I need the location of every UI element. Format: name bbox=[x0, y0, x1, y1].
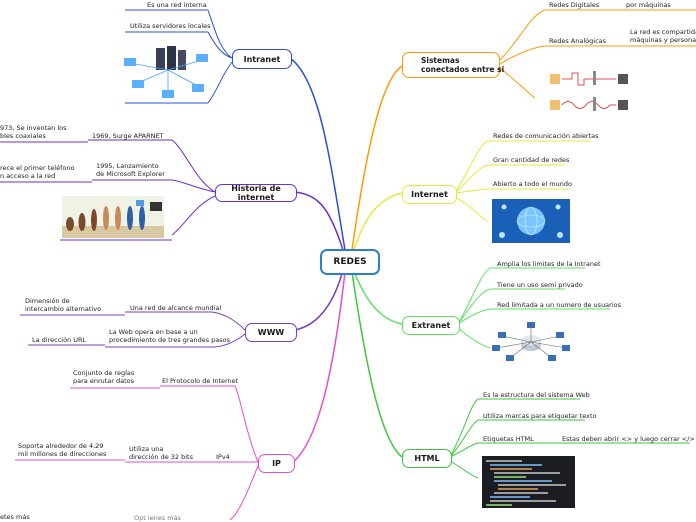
extranet-item: Red limitada a un numero de usuarios bbox=[497, 301, 622, 309]
node-extranet[interactable]: Extranet bbox=[402, 316, 460, 335]
node-intranet-label: Intranet bbox=[243, 54, 281, 64]
sistemas-item: La red es compartida p máquinas y person… bbox=[630, 28, 696, 44]
internet-item: Redes de comunicación abiertas bbox=[493, 132, 599, 140]
node-html[interactable]: HTML bbox=[402, 449, 452, 468]
node-sistemas-label: Sistemas conectados entre si bbox=[421, 56, 505, 74]
html-item: Utiliza marcas para etiquetar texto bbox=[483, 412, 597, 420]
historia-item: 1995, Lanzamiento de Microsoft Explorer bbox=[96, 162, 165, 178]
node-extranet-label: Extranet bbox=[411, 321, 451, 330]
connector-historia bbox=[294, 191, 344, 251]
extranet-item: Amplia los limites de la Intranet bbox=[497, 260, 601, 268]
signal-diagram-image bbox=[538, 60, 638, 120]
html-item: Etiquetas HTML bbox=[483, 435, 534, 443]
node-html-label: HTML bbox=[414, 454, 440, 463]
historia-side-item: 973, Se inventan los bles coaxiales bbox=[0, 124, 67, 140]
ip-item: El Protocolo de Internet bbox=[162, 377, 239, 385]
internet-item: Gran cantidad de redes bbox=[493, 156, 570, 164]
connector-sistemas bbox=[351, 65, 403, 251]
sistemas-item: Redes Analógicas bbox=[549, 37, 607, 45]
connector-internet bbox=[353, 192, 403, 251]
center-label: REDES bbox=[333, 257, 367, 267]
connector-intranet bbox=[289, 57, 346, 251]
internet-item: Abierto a todo el mundo bbox=[493, 180, 572, 188]
html-item: Es la estructura del sistema Web bbox=[483, 391, 590, 399]
html-item: Estas deben abrir <> y luego cerrar </> bbox=[562, 435, 695, 443]
globe-network-image bbox=[492, 199, 570, 243]
www-side-item: Dimensión de intercambio alternativo bbox=[25, 297, 102, 313]
node-intranet[interactable]: Intranet bbox=[232, 49, 292, 69]
ip-item: IPv4 bbox=[216, 453, 230, 461]
ip-side-item: Conjunto de reglas para enrutar datos bbox=[73, 369, 135, 385]
www-item: Una red de alcance mundial bbox=[130, 304, 222, 312]
intranet-item: Es una red interna bbox=[147, 1, 207, 9]
connector-www bbox=[294, 269, 344, 331]
server-network-image bbox=[118, 38, 210, 100]
code-screenshot-image bbox=[482, 456, 575, 508]
ip-item: Utiliza una dirección de 32 bits bbox=[129, 445, 193, 461]
node-sistemas[interactable]: Sistemas conectados entre si bbox=[402, 52, 504, 78]
evolution-image bbox=[62, 196, 164, 238]
connector-extranet bbox=[353, 270, 403, 325]
extranet-item: Tiene un uso semi privado bbox=[497, 281, 583, 289]
center-node-redes[interactable]: REDES bbox=[320, 249, 380, 275]
historia-item: 1969, Surge APARNET bbox=[92, 132, 164, 140]
ip-side-item: Opt ienes más bbox=[134, 514, 181, 522]
node-historia[interactable]: Historia de internet bbox=[215, 184, 297, 202]
intranet-item: Utiliza servidores locales bbox=[130, 22, 211, 30]
node-ip[interactable]: IP bbox=[258, 454, 295, 473]
hub-network-image bbox=[490, 320, 572, 366]
node-www-label: WWW bbox=[257, 328, 285, 337]
www-item: La Web opera en base a un procedimiento … bbox=[109, 328, 231, 344]
node-internet-label: Internet bbox=[411, 190, 448, 199]
sistemas-item: Redes Digitales bbox=[549, 1, 600, 9]
historia-side-item: rece el primer teléfono n acceso a la re… bbox=[0, 164, 75, 180]
ip-side-item: etes más bbox=[0, 513, 30, 521]
node-ip-label: IP bbox=[272, 459, 281, 468]
www-side-item: La dirección URL bbox=[32, 336, 87, 344]
ip-side-item: Soporta alrededor de 4,29 mil millones d… bbox=[18, 442, 107, 458]
node-www[interactable]: WWW bbox=[245, 323, 297, 342]
node-internet[interactable]: Internet bbox=[402, 185, 457, 204]
connector-ip bbox=[292, 271, 346, 463]
connector-html bbox=[351, 271, 403, 458]
node-historia-label: Historia de internet bbox=[231, 184, 281, 202]
sistemas-item: por máquinas bbox=[626, 1, 671, 9]
